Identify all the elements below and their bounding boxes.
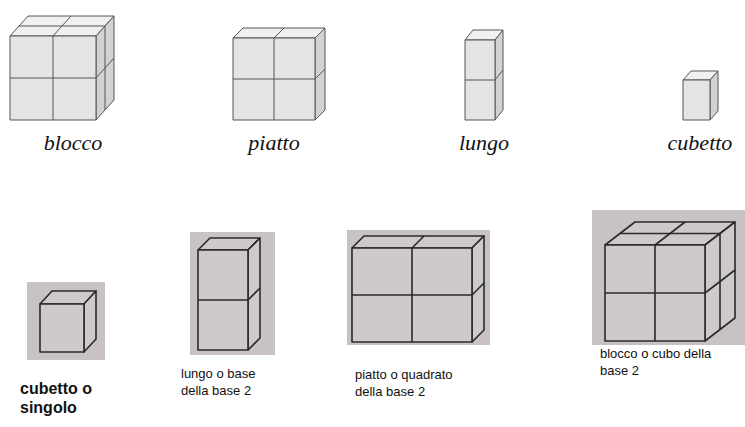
- flat-square-sketch: [347, 230, 490, 345]
- caption-label: lungo o base della base 2: [181, 366, 276, 400]
- long-rod-sketch: [198, 238, 260, 350]
- long-rod: [495, 70, 503, 80]
- block-cube-sketch: [605, 245, 705, 341]
- caption-label: cubetto o singolo: [20, 379, 116, 417]
- caption-label-box: blocco o cubo della base 2: [600, 346, 712, 380]
- block-label-box: piatto: [204, 130, 344, 156]
- long-rod: [465, 40, 495, 120]
- block-label: lungo: [459, 130, 509, 156]
- long-rod: [495, 30, 503, 120]
- flat-square-sketch: [352, 248, 472, 342]
- block-cube-sketch: [592, 210, 745, 345]
- flat-square-sketch: [472, 283, 484, 295]
- flat-square: [315, 69, 325, 79]
- flat-square-sketch: [352, 294, 472, 296]
- unit-cube-sketch: [27, 282, 105, 360]
- block-cube-sketch: [592, 210, 745, 345]
- caption-label: blocco o cubo della base 2: [600, 346, 712, 380]
- block-cube: [105, 26, 106, 110]
- long-rod: [465, 30, 503, 120]
- flat-square-sketch: [352, 236, 484, 342]
- flat-square: [233, 79, 315, 80]
- flat-square: [315, 28, 325, 120]
- flat-square-sketch: [472, 236, 484, 342]
- block-cube: [96, 16, 114, 120]
- unit-cube-sketch: [84, 291, 96, 352]
- block-cube-sketch: [719, 234, 721, 330]
- long-rod-sketch: [198, 250, 248, 350]
- long-rod-sketch: [248, 288, 260, 300]
- caption-label-box: piatto o quadrato della base 2: [355, 367, 483, 401]
- block-cube: [10, 78, 96, 79]
- flat-square: [233, 28, 325, 120]
- unit-cube: [683, 80, 710, 120]
- long-rod-sketch: [248, 238, 260, 350]
- flat-square-sketch: [412, 236, 424, 248]
- flat-square-sketch: [347, 230, 490, 345]
- long-rod-sketch: [190, 232, 275, 355]
- block-cube: [19, 26, 105, 27]
- block-cube: [10, 16, 114, 120]
- block-label: piatto: [248, 130, 299, 156]
- block-label: cubetto: [668, 130, 733, 156]
- unit-cube-sketch: [40, 304, 84, 352]
- block-label-box: lungo: [414, 130, 554, 156]
- block-cube-sketch: [605, 222, 735, 341]
- long-rod-sketch: [198, 299, 248, 301]
- flat-square: [233, 28, 325, 38]
- block-label-box: blocco: [3, 130, 143, 156]
- block-label: blocco: [44, 130, 103, 156]
- unit-cube: [683, 71, 718, 120]
- block-cube-sketch: [620, 233, 720, 235]
- unit-cube-sketch: [27, 282, 105, 360]
- block-label-box: cubetto: [658, 130, 742, 156]
- unit-cube-sketch: [40, 291, 96, 352]
- flat-square: [274, 28, 284, 38]
- caption-label-box: cubetto o singolo: [20, 379, 116, 417]
- flat-square: [233, 38, 315, 120]
- block-cube-sketch: [605, 292, 705, 294]
- long-rod: [465, 80, 495, 81]
- caption-label: piatto o quadrato della base 2: [355, 367, 483, 401]
- block-cube: [10, 36, 96, 120]
- unit-cube: [710, 71, 718, 120]
- block-cube-sketch: [705, 222, 735, 341]
- caption-label-box: lungo o base della base 2: [181, 366, 276, 400]
- long-rod-sketch: [190, 232, 275, 355]
- flat-square-sketch: [352, 236, 484, 248]
